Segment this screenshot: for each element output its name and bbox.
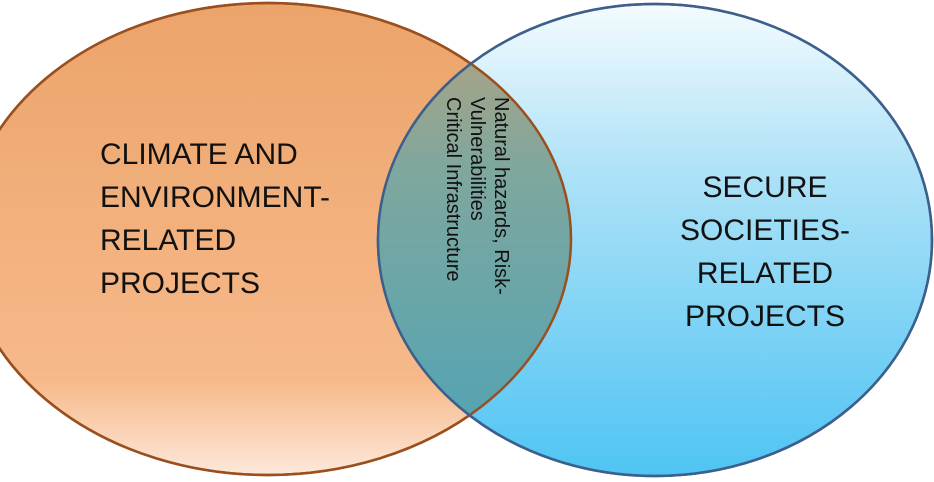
overlap-line-1: Natural hazards, Risk- [490, 97, 512, 295]
secure-label-line-2: SOCIETIES- [679, 214, 851, 247]
climate-environment-label: CLIMATE AND ENVIRONMENT- RELATED PROJECT… [100, 133, 390, 305]
overlap-region [378, 4, 571, 475]
overlap-line-2: Vulnerabilities [466, 97, 488, 221]
climate-label-line-3: RELATED [100, 224, 237, 257]
secure-label-line-4: PROJECTS [684, 300, 846, 333]
secure-societies-outline [376, 2, 934, 478]
climate-label-line-4: PROJECTS [100, 267, 261, 300]
secure-label-line-1: SECURE [702, 171, 828, 204]
climate-environment-outline [0, 1, 573, 477]
secure-label-line-3: RELATED [696, 257, 834, 290]
climate-label-line-2: ENVIRONMENT- [100, 181, 331, 214]
secure-societies-label: SECURE SOCIETIES- RELATED PROJECTS [640, 166, 890, 338]
climate-label-line-1: CLIMATE AND [100, 138, 298, 171]
overlap-line-3: Critical Infrastructure [442, 97, 464, 282]
